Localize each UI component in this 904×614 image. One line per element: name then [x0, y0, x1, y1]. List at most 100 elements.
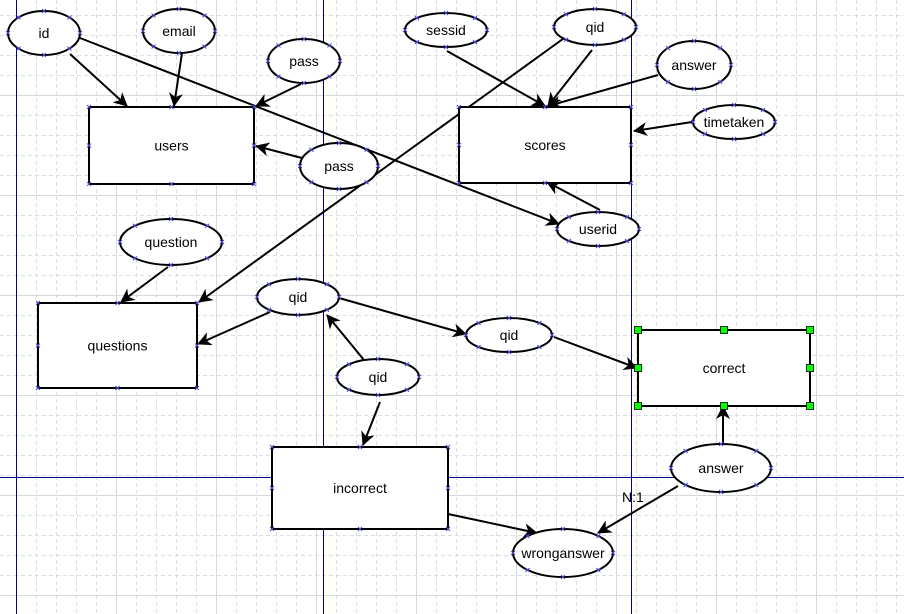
connector-a-id-to-users[interactable] [69, 53, 128, 107]
entity-scores[interactable]: scores [458, 106, 632, 184]
anchor-point-icon [566, 214, 572, 220]
anchor-point-icon [176, 6, 182, 12]
anchor-point-icon [537, 320, 542, 326]
anchor-point-icon [357, 526, 363, 532]
anchor-point-icon [554, 226, 560, 232]
anchor-point-icon [202, 44, 207, 49]
anchor-point-icon [621, 11, 627, 17]
anchor-point-icon [295, 276, 301, 282]
anchor-point-icon [633, 24, 639, 30]
connector-a-id-to-a-userid[interactable] [79, 37, 560, 226]
anchor-point-icon [772, 119, 778, 125]
anchor-point-icon [336, 140, 342, 146]
connector-a-qid-scores-to-questions[interactable] [198, 35, 568, 303]
resize-handle[interactable] [720, 326, 728, 334]
resize-handle[interactable] [720, 402, 728, 410]
entity-questions[interactable]: questions [37, 302, 198, 389]
anchor-point-icon [16, 15, 21, 20]
attribute-a-userid[interactable]: userid [556, 211, 640, 247]
attribute-label: wronganswer [520, 545, 605, 561]
attribute-a-question[interactable]: question [119, 218, 223, 266]
resize-handle[interactable] [634, 364, 642, 372]
entity-correct[interactable]: correct [634, 326, 814, 410]
anchor-point-icon [760, 107, 766, 113]
anchor-point-icon [375, 163, 381, 169]
anchor-point-icon [115, 300, 120, 306]
anchor-point-icon [560, 526, 566, 532]
connector-a-pass2-to-users[interactable] [255, 142, 303, 159]
connector-a-qid-mid-to-a-qid-correct[interactable] [338, 297, 467, 338]
anchor-point-icon [115, 385, 120, 391]
connector-a-qid-scores-to-scores[interactable] [547, 49, 593, 107]
attribute-label: pass [289, 53, 319, 69]
connector-incorrect-to-a-wronganswer[interactable] [447, 513, 538, 538]
anchor-point-icon [41, 8, 47, 14]
attribute-label: qid [369, 369, 388, 385]
anchor-point-icon [484, 27, 490, 33]
connector-a-answer-correct-to-a-wronganswer[interactable] [597, 485, 679, 534]
connector-a-qid-lower-to-a-qid-mid[interactable] [326, 314, 365, 361]
connector-a-question-to-questions[interactable] [120, 266, 169, 303]
resize-handle[interactable] [634, 402, 642, 410]
anchor-point-icon [445, 526, 451, 532]
connector-a-qid-mid-to-questions[interactable] [197, 311, 271, 346]
anchor-point-icon [132, 255, 138, 261]
anchor-point-icon [169, 104, 174, 110]
anchor-point-icon [668, 465, 674, 471]
connector-a-userid-to-scores[interactable] [546, 181, 601, 211]
entity-label: questions [88, 338, 148, 354]
anchor-point-icon [346, 387, 352, 393]
anchor-point-icon [251, 181, 257, 187]
anchor-point-icon [718, 441, 724, 447]
anchor-point-icon [731, 136, 737, 142]
anchor-point-icon [595, 243, 601, 249]
anchor-point-icon [297, 163, 303, 169]
anchor-point-icon [525, 533, 530, 539]
connector-a-sessid-to-scores[interactable] [446, 50, 546, 107]
anchor-point-icon [665, 79, 671, 85]
anchor-point-icon [717, 45, 723, 51]
resize-handle[interactable] [634, 326, 642, 334]
anchor-point-icon [416, 374, 422, 380]
connector-a-email-to-users[interactable] [169, 52, 183, 107]
anchor-point-icon [551, 24, 557, 30]
connector-a-qid-lower-to-incorrect[interactable] [361, 401, 381, 446]
entity-incorrect[interactable]: incorrect [271, 446, 449, 530]
resize-handle[interactable] [806, 326, 814, 334]
anchor-point-icon [690, 119, 696, 125]
attribute-a-qid-scores[interactable]: qid [553, 8, 637, 46]
resize-handle[interactable] [806, 364, 814, 372]
anchor-point-icon [691, 86, 697, 92]
resize-handle[interactable] [806, 402, 814, 410]
anchor-point-icon [301, 80, 307, 86]
anchor-point-icon [132, 223, 138, 229]
connector-a-answer-scores-to-scores[interactable] [547, 74, 659, 110]
anchor-point-icon [754, 448, 759, 454]
anchor-point-icon [77, 30, 83, 36]
anchor-point-icon [194, 385, 200, 391]
anchor-point-icon [168, 262, 174, 268]
anchor-point-icon [542, 180, 548, 186]
anchor-point-icon [414, 15, 420, 21]
connector-a-qid-correct-to-correct[interactable] [553, 336, 638, 371]
anchor-point-icon [560, 574, 566, 580]
anchor-point-icon [718, 489, 724, 495]
attribute-label: question [145, 234, 198, 250]
anchor-point-icon [336, 294, 342, 300]
anchor-point-icon [404, 361, 410, 367]
anchor-point-icon [476, 344, 481, 350]
attribute-label: qid [586, 19, 605, 35]
entity-box[interactable] [458, 106, 632, 184]
anchor-point-icon [375, 392, 381, 398]
anchor-point-icon [624, 238, 630, 244]
anchor-point-icon [566, 238, 572, 244]
anchor-point-icon [525, 567, 530, 573]
connector-a-pass1-to-users[interactable] [255, 83, 302, 107]
anchor-point-icon [537, 344, 542, 350]
anchor-point-icon [592, 6, 598, 12]
entity-users[interactable]: users [88, 106, 255, 185]
anchor-point-icon [768, 465, 774, 471]
connector-a-timetaken-to-scores[interactable] [633, 121, 693, 136]
